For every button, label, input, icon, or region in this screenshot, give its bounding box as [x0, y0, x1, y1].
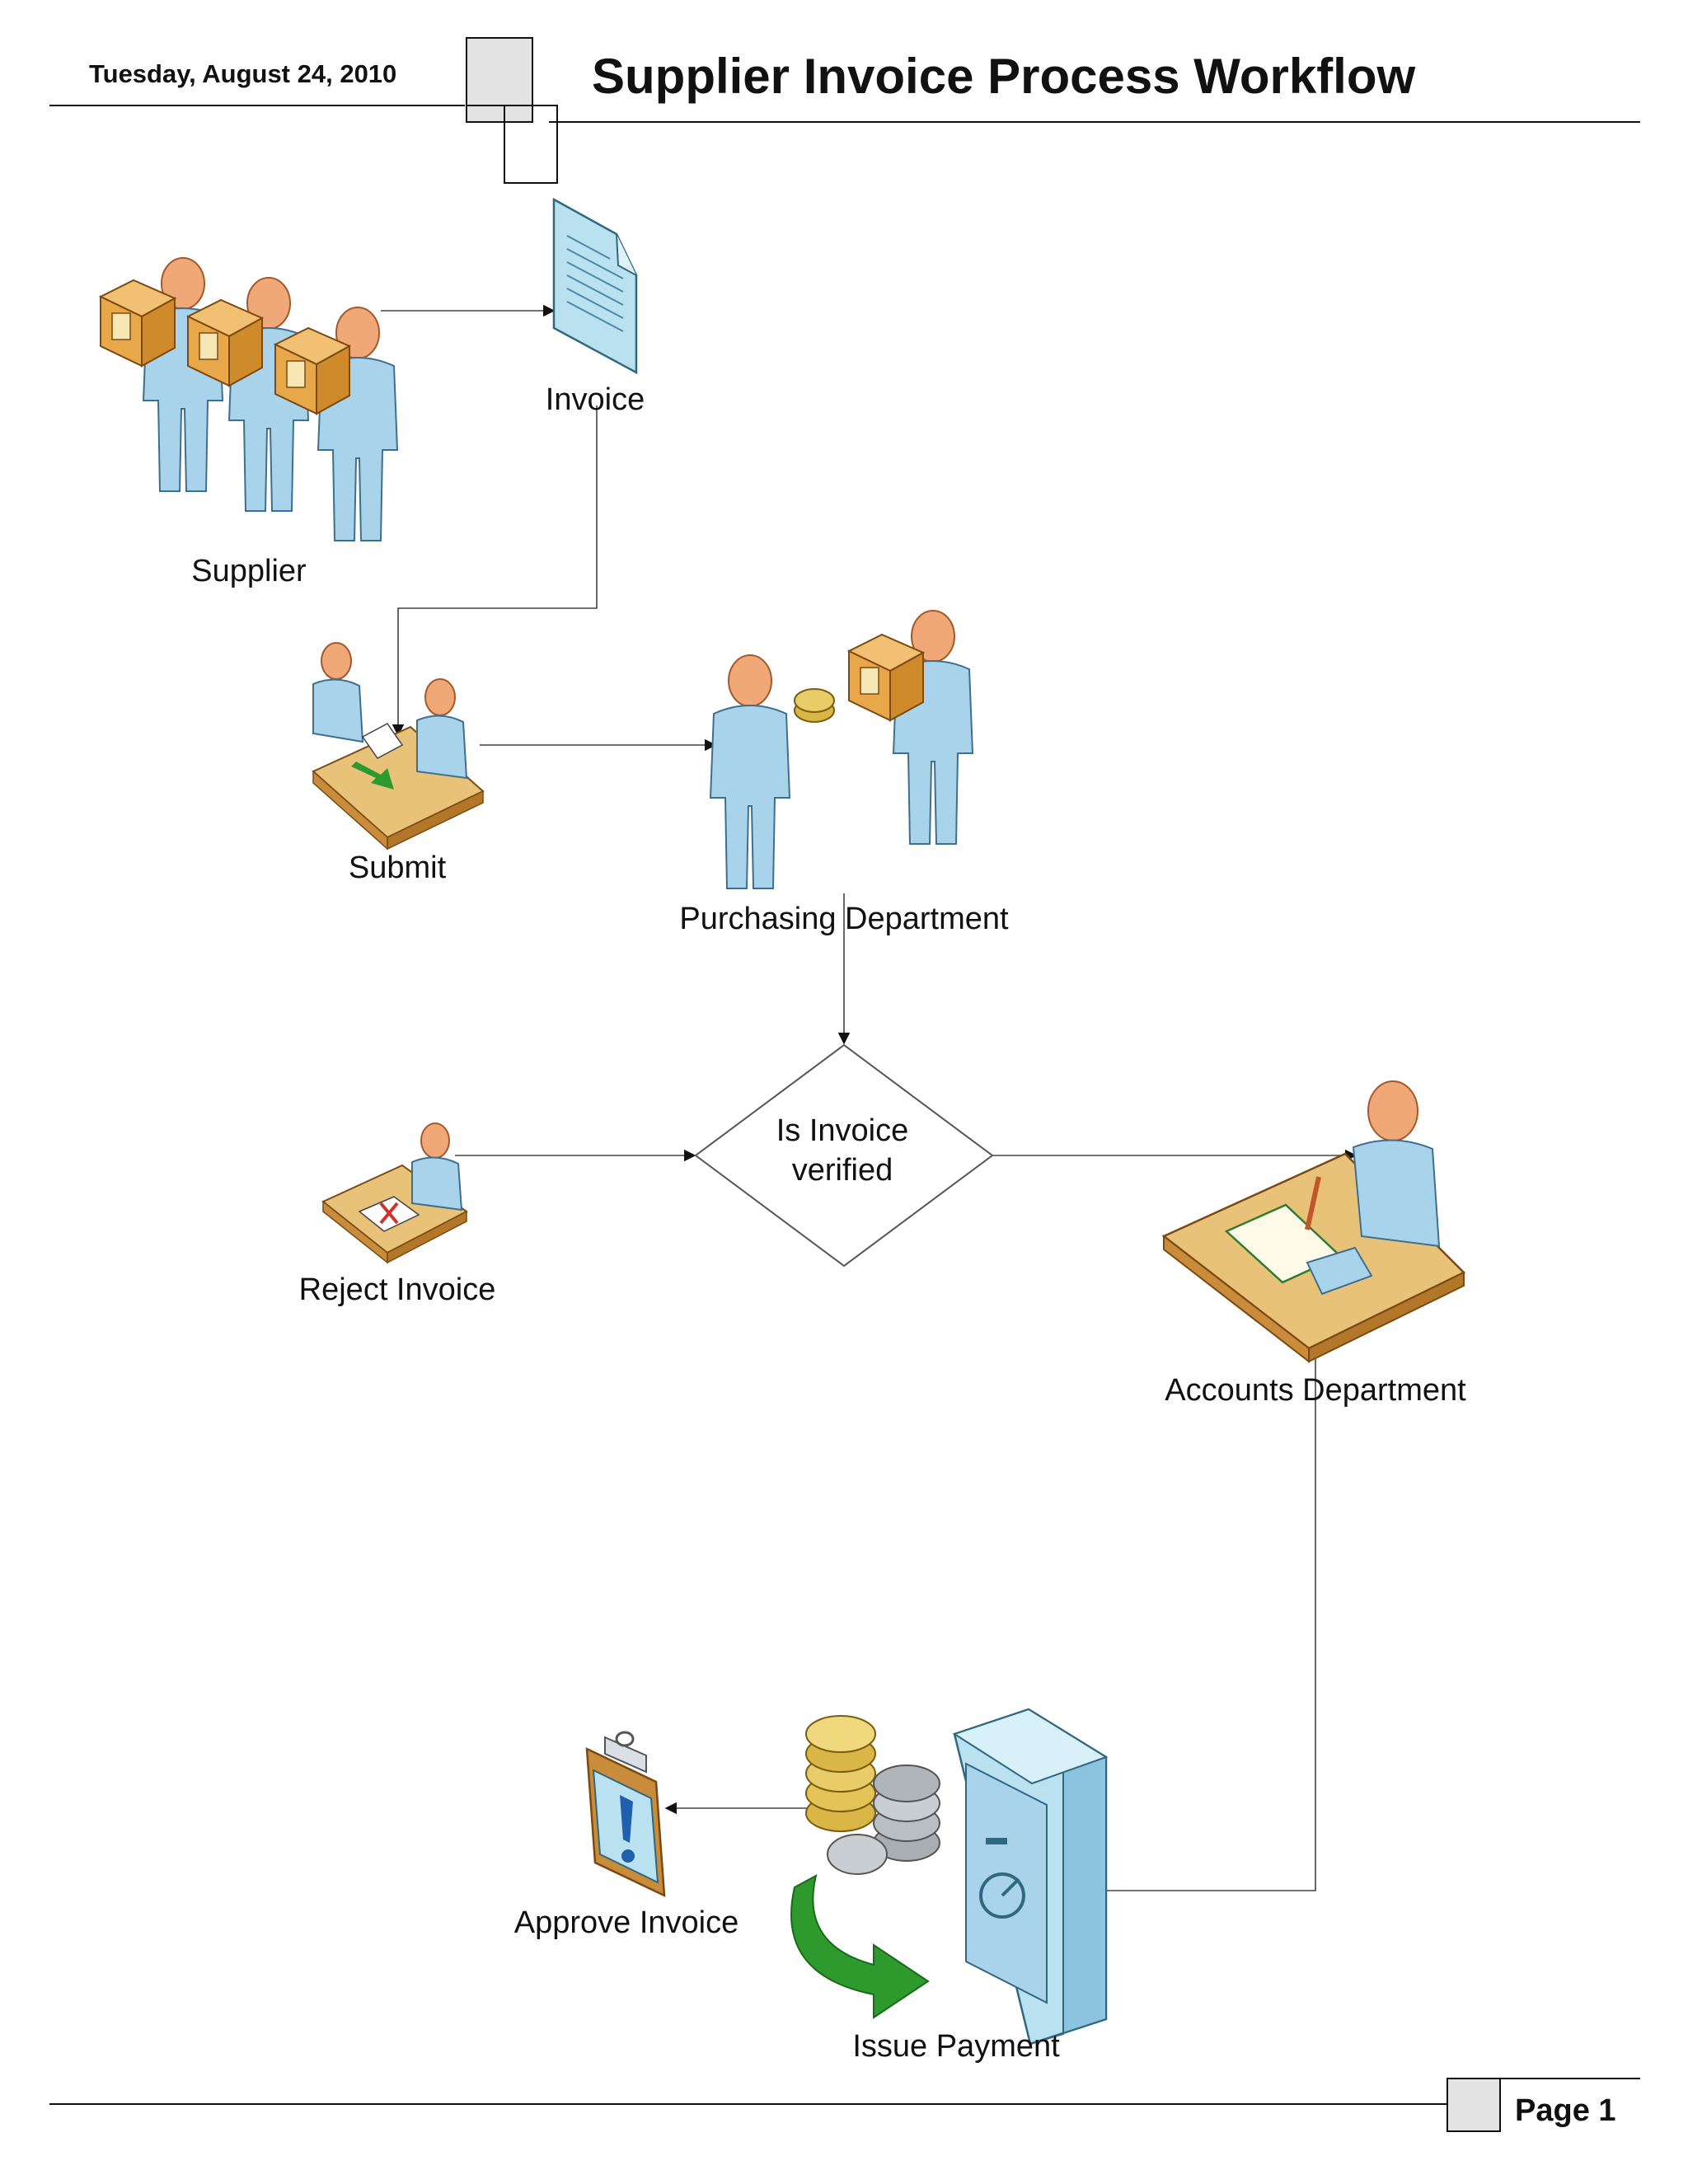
label-invoice: Invoice [545, 382, 645, 417]
purchasing-people-icon [710, 610, 973, 889]
connectors [381, 304, 1357, 1897]
decision-line-2: verified [791, 1153, 893, 1188]
safe-and-coins-icon [790, 1708, 1109, 2046]
label-supplier: Supplier [191, 554, 307, 588]
document-icon [552, 197, 638, 375]
page-title: Supplier Invoice Process Workflow [592, 49, 1416, 104]
header-frame [49, 37, 1640, 184]
supplier-people-with-boxes-icon [100, 257, 398, 541]
page-number: Page 1 [1515, 2093, 1616, 2128]
footer-frame [49, 2078, 1640, 2132]
handover-desk-icon [312, 642, 485, 851]
label-submit: Submit [348, 851, 447, 885]
label-accounts: Accounts Department [1165, 1373, 1466, 1408]
label-approve: Approve Invoice [513, 1905, 739, 1940]
reject-desk-icon [321, 1122, 468, 1264]
decision-text: Is Invoice verified [719, 1111, 966, 1190]
decision-line-1: Is Invoice [776, 1113, 909, 1148]
connector-invoice-submit [392, 405, 598, 737]
clipboard-alert-icon [585, 1731, 666, 1898]
header-date: Tuesday, August 24, 2010 [89, 59, 397, 88]
label-purchasing: Purchasing Department [679, 902, 1009, 936]
accountant-desk-icon [1161, 1080, 1466, 1364]
connector-accounts-payment [1025, 1335, 1316, 1897]
label-reject: Reject Invoice [298, 1272, 496, 1307]
decision-diamond [694, 1043, 994, 1268]
label-payment: Issue Payment [852, 2029, 1060, 2064]
